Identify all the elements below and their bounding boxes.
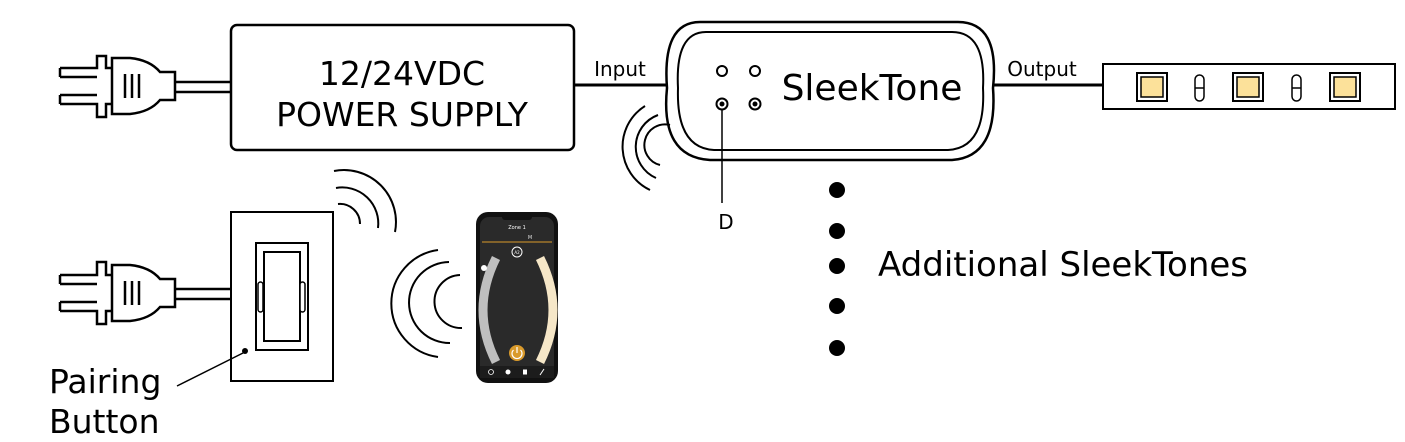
pairing-button[interactable] [242,348,248,354]
wireless-signal-icon-switch [333,169,397,233]
resistor-icon [1194,74,1205,102]
phone-badge: A2 [514,250,520,255]
led-strip [1102,63,1396,110]
output-label: Output [1007,57,1077,81]
phone-sub-label: M [528,235,532,241]
wall-switch [230,211,334,382]
wireless-signal-icon-phone [390,249,463,358]
sleektone-controller: SleekTone [664,20,996,162]
input-label: Input [594,57,646,81]
additional-label: Additional SleekTones [878,245,1248,285]
plug-icon-bottom [58,260,231,326]
phone-badge-circle [511,246,523,258]
power-supply-box [229,23,576,152]
pairing-label-line2: Button [49,402,160,441]
smartphone-icon: Zone 1 M A2 [476,212,558,383]
plug-icon-top [58,54,230,119]
phone-tab-icon-2[interactable] [505,369,511,375]
additional-dots [829,182,845,356]
phone-zone-label: Zone 1 [508,225,526,231]
status-led-2 [749,65,761,77]
pairing-label-line1: Pairing [49,362,161,401]
led-chip-icon [1232,72,1264,102]
phone-tab-icon-3[interactable] [523,369,527,375]
controller-name: SleekTone [782,68,963,109]
resistor-icon [1291,74,1302,102]
power-supply-line1: 12/24VDC [319,54,485,93]
wireless-signal-icon-controller [621,105,671,191]
pairing-leader [176,352,244,387]
indicator-label: D [718,210,733,234]
power-supply-line2: POWER SUPPLY [276,95,529,134]
led-chip-icon [1329,72,1361,102]
led-chip-icon [1136,72,1168,102]
phone-tab-icon-4[interactable] [539,368,545,376]
status-led-1 [716,65,728,77]
phone-tab-icon-1[interactable] [488,369,494,375]
